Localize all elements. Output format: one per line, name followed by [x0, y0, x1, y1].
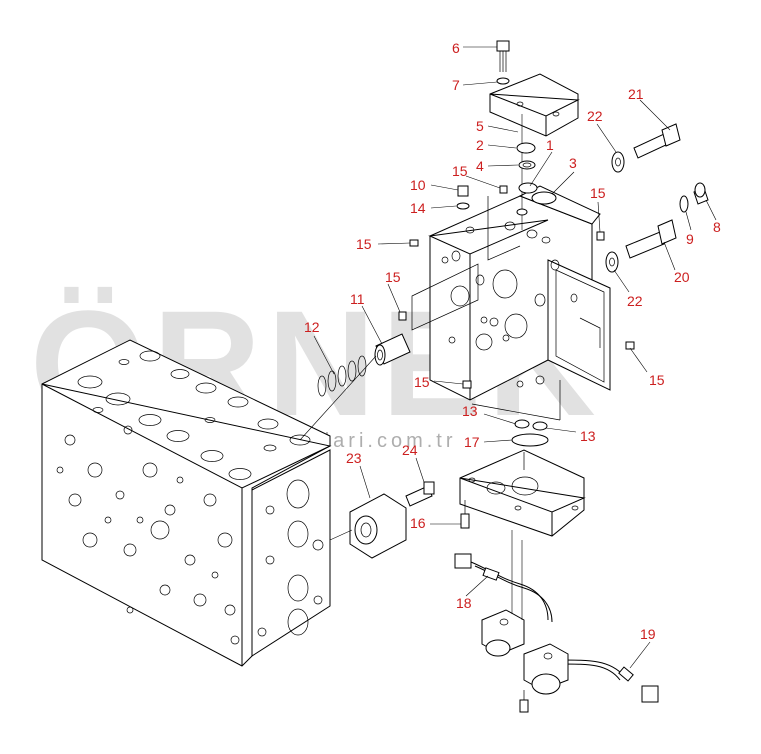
callout-15-c: 15: [385, 269, 401, 285]
callout-8: 8: [713, 219, 721, 235]
leader-lines: [313, 46, 717, 669]
callout-21: 21: [628, 86, 644, 102]
callout-1: 1: [546, 137, 554, 153]
callout-22-b: 22: [627, 293, 643, 309]
callout-4: 4: [476, 158, 484, 174]
small-parts-stack: [516, 114, 557, 230]
callout-18: 18: [456, 595, 472, 611]
callout-13-b: 13: [580, 428, 596, 444]
callout-3: 3: [569, 155, 577, 171]
callout-19: 19: [640, 626, 656, 642]
callout-23: 23: [346, 450, 362, 466]
upper-valve-section: [411, 185, 611, 421]
wiring-harness: [454, 553, 659, 703]
screws-15: [398, 231, 635, 389]
callout-15-f: 15: [649, 372, 665, 388]
bolt-bottom: [519, 690, 529, 713]
callout-5: 5: [476, 118, 484, 134]
spool: [374, 333, 411, 366]
spring-assembly: [317, 355, 367, 397]
callout-6: 6: [452, 40, 460, 56]
top-cover-block: [489, 73, 580, 137]
plug-10: [456, 185, 470, 210]
callout-15-a: 15: [452, 163, 468, 179]
o-rings-13: [511, 419, 549, 447]
callout-13-a: 13: [462, 403, 478, 419]
callout-15-d: 15: [414, 374, 430, 390]
bolt-6: [496, 40, 510, 85]
callout-24: 24: [402, 442, 418, 458]
solenoid-coil-b: [523, 643, 569, 695]
callout-17: 17: [464, 434, 480, 450]
callout-15-e: 15: [590, 185, 606, 201]
callout-11: 11: [350, 291, 365, 307]
main-valve-block: [41, 339, 332, 667]
plug-8: [679, 182, 709, 213]
callout-9: 9: [686, 231, 694, 247]
callout-14: 14: [410, 200, 426, 216]
plug-15-top: [499, 185, 508, 194]
callout-2: 2: [476, 137, 484, 153]
callout-labels: 6 7 5 2 4 1 3 15 10 14 15 15 11 12 15 15…: [304, 40, 721, 642]
callout-7: 7: [452, 77, 460, 93]
bolt-24: [405, 481, 435, 507]
solenoid-coil-a: [481, 609, 525, 657]
callout-10: 10: [410, 177, 426, 193]
bolt-16: [460, 500, 470, 529]
callout-12: 12: [304, 319, 320, 335]
bolt-21: [611, 123, 681, 173]
callout-15-b: 15: [356, 236, 372, 252]
callout-20: 20: [674, 269, 690, 285]
part-23: [349, 493, 407, 559]
callout-22-a: 22: [587, 108, 603, 124]
bolt-20: [605, 219, 677, 273]
callout-16: 16: [410, 515, 426, 531]
solenoid-valve-section: [459, 449, 586, 537]
